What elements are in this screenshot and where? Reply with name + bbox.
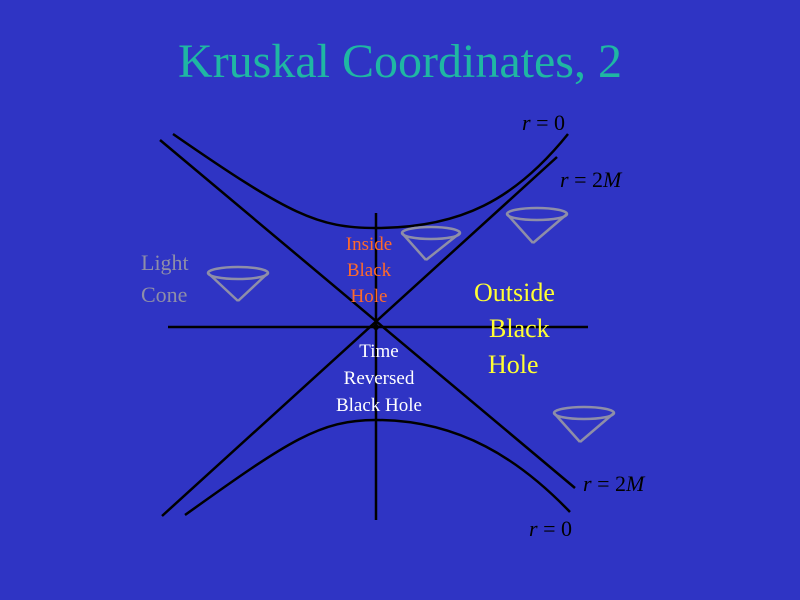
label-r0-top: r = 0 xyxy=(522,110,565,135)
label-r2m-top: r = 2M xyxy=(560,167,622,192)
light-cone-left-icon xyxy=(206,265,270,302)
horizon-line-future xyxy=(159,139,576,489)
singularity-past-curve xyxy=(184,418,571,517)
light-cone-label: Light Cone xyxy=(141,250,189,307)
label-r0-bottom: r = 0 xyxy=(529,516,572,541)
singularity-future-curve xyxy=(172,132,569,230)
origin-point xyxy=(373,324,379,330)
light-cone-inside-icon xyxy=(400,225,462,261)
time-reversed-black-hole-label: Time Reversed Black Hole xyxy=(335,341,422,416)
light-cone-outside-lower-icon xyxy=(552,405,616,443)
label-r2m-bottom: r = 2M xyxy=(583,471,645,496)
light-cone-outside-upper-icon xyxy=(505,206,569,244)
outside-black-hole-label: Outside Black Hole xyxy=(474,278,555,379)
inside-black-hole-label: Inside Black Hole xyxy=(345,234,393,307)
slide-title: Kruskal Coordinates, 2 xyxy=(178,35,622,88)
horizon-line-past xyxy=(161,156,558,517)
